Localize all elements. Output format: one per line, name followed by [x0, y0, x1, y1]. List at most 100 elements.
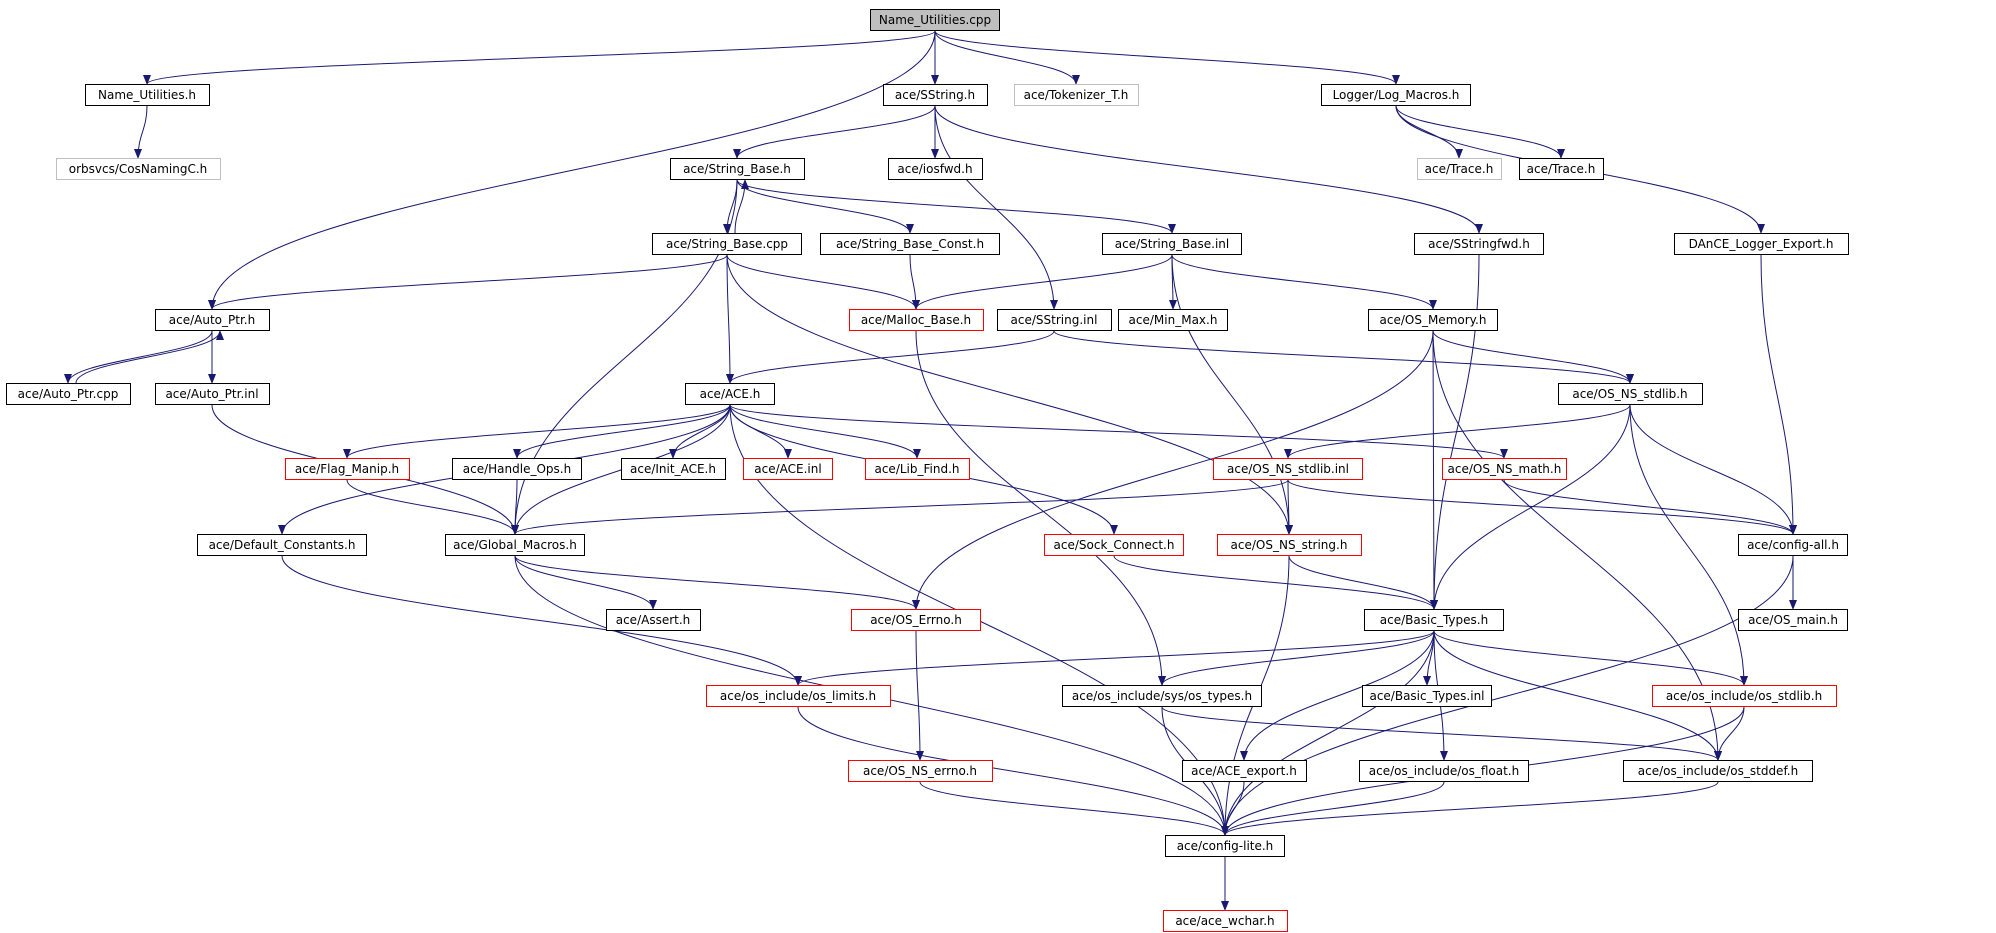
node-ace-export-h[interactable]: ace/ACE_export.h — [1181, 760, 1307, 782]
edge-os-ns-stdlib-inl-to-config-all-h — [1287, 479, 1797, 535]
edge-os-stddef-h-to-config-lite-h — [1221, 781, 1719, 836]
edge-os-ns-stdlib-h-to-os-ns-stdlib-inl — [1284, 404, 1631, 459]
edge-auto-ptr-h-to-auto-ptr-cpp — [64, 330, 213, 384]
edge-name-utilities-cpp-to-log-macros-h — [934, 30, 1400, 85]
edge-sstring-inl-to-os-ns-stdlib-h — [1053, 330, 1634, 384]
edge-ace-h-to-flag-manip-h — [343, 404, 731, 459]
node-os-ns-errno-h[interactable]: ace/OS_NS_errno.h — [847, 760, 993, 782]
edge-ace-h-to-os-ns-math-h — [729, 404, 1508, 459]
node-trace-h[interactable]: ace/Trace.h — [1518, 158, 1604, 180]
node-os-memory-h[interactable]: ace/OS_Memory.h — [1368, 309, 1498, 331]
node-sstring-h[interactable]: ace/SString.h — [882, 84, 988, 106]
edge-name-utilities-cpp-to-name-utilities-h — [143, 30, 936, 85]
node-flag-manip-h[interactable]: ace/Flag_Manip.h — [284, 458, 410, 480]
edge-string-base-const-h-to-malloc-base-h — [909, 254, 920, 310]
node-auto-ptr-h[interactable]: ace/Auto_Ptr.h — [154, 309, 270, 331]
node-string-base-inl[interactable]: ace/String_Base.inl — [1102, 233, 1242, 255]
node-global-macros-h[interactable]: ace/Global_Macros.h — [445, 534, 585, 556]
node-auto-ptr-inl[interactable]: ace/Auto_Ptr.inl — [154, 383, 270, 405]
edge-os-limits-h-to-config-lite-h — [797, 706, 1229, 836]
edge-basic-types-h-to-os-types-h — [1158, 630, 1435, 686]
edge-basic-types-h-to-os-stddef-h — [1433, 630, 1722, 761]
node-os-ns-string-h[interactable]: ace/OS_NS_string.h — [1216, 534, 1362, 556]
node-malloc-base-h[interactable]: ace/Malloc_Base.h — [848, 309, 984, 331]
edge-os-float-h-to-config-lite-h — [1221, 781, 1445, 836]
edge-os-ns-stdlib-h-to-config-all-h — [1629, 404, 1797, 535]
node-log-macros-h[interactable]: Logger/Log_Macros.h — [1321, 84, 1471, 106]
node-ace-inl[interactable]: ace/ACE.inl — [743, 458, 833, 480]
edge-default-constants-h-to-os-limits-h — [281, 555, 802, 686]
node-sock-connect-h[interactable]: ace/Sock_Connect.h — [1044, 534, 1184, 556]
node-os-ns-math-h[interactable]: ace/OS_NS_math.h — [1441, 458, 1567, 480]
node-config-lite-h[interactable]: ace/config-lite.h — [1165, 835, 1285, 857]
node-trace-h-gray[interactable]: ace/Trace.h — [1416, 158, 1502, 180]
edge-string-base-h-to-string-base-inl — [736, 179, 1176, 234]
node-tokenizer-t-h[interactable]: ace/Tokenizer_T.h — [1013, 84, 1139, 106]
node-config-all-h[interactable]: ace/config-all.h — [1738, 534, 1848, 556]
edge-ace-h-to-lib-find-h — [729, 404, 921, 459]
node-basic-types-h[interactable]: ace/Basic_Types.h — [1364, 609, 1504, 631]
node-os-ns-stdlib-inl[interactable]: ace/OS_NS_stdlib.inl — [1213, 458, 1363, 480]
edge-sstring-inl-to-ace-h — [726, 330, 1055, 384]
node-os-types-h[interactable]: ace/os_include/sys/os_types.h — [1062, 685, 1262, 707]
edge-string-base-inl-to-os-memory-h — [1171, 254, 1437, 310]
edge-os-ns-errno-h-to-config-lite-h — [919, 781, 1229, 836]
edge-flag-manip-h-to-global-macros-h — [346, 479, 519, 535]
node-default-constants-h[interactable]: ace/Default_Constants.h — [197, 534, 367, 556]
edge-malloc-base-h-to-os-types-h — [915, 330, 1166, 686]
node-ace-h[interactable]: ace/ACE.h — [685, 383, 775, 405]
edge-basic-types-h-to-config-lite-h — [1221, 630, 1435, 836]
edge-os-ns-stdlib-inl-to-os-ns-string-h — [1284, 479, 1293, 535]
edge-os-ns-stdlib-h-to-basic-types-h — [1430, 404, 1631, 610]
node-auto-ptr-cpp[interactable]: ace/Auto_Ptr.cpp — [5, 383, 131, 405]
edge-os-ns-stdlib-inl-to-global-macros-h — [511, 479, 1289, 535]
node-cosnamingc-h[interactable]: orbsvcs/CosNamingC.h — [55, 158, 221, 180]
edge-name-utilities-h-to-cosnamingc-h — [134, 105, 148, 159]
edge-os-types-h-to-os-stddef-h — [1161, 706, 1722, 761]
edge-string-base-cpp-to-malloc-base-h — [726, 254, 920, 310]
node-name-utilities-h[interactable]: Name_Utilities.h — [84, 84, 210, 106]
node-sstring-inl[interactable]: ace/SString.inl — [996, 309, 1112, 331]
node-string-base-cpp[interactable]: ace/String_Base.cpp — [652, 233, 802, 255]
node-os-errno-h[interactable]: ace/OS_Errno.h — [851, 609, 981, 631]
node-os-stddef-h[interactable]: ace/os_include/os_stddef.h — [1623, 760, 1813, 782]
node-dance-logger-export-h[interactable]: DAnCE_Logger_Export.h — [1673, 233, 1849, 255]
node-min-max-h[interactable]: ace/Min_Max.h — [1118, 309, 1228, 331]
edge-string-base-inl-to-os-ns-string-h — [1171, 254, 1293, 535]
edge-auto-ptr-cpp-to-auto-ptr-h — [75, 330, 224, 384]
edge-sock-connect-h-to-basic-types-h — [1113, 555, 1438, 610]
edge-os-errno-h-to-os-ns-errno-h — [915, 630, 924, 761]
node-os-ns-stdlib-h[interactable]: ace/OS_NS_stdlib.h — [1557, 383, 1703, 405]
edge-os-ns-math-h-to-config-all-h — [1503, 479, 1797, 535]
edge-name-utilities-cpp-to-tokenizer-t-h — [934, 30, 1080, 85]
edge-basic-types-h-to-os-limits-h — [794, 630, 1435, 686]
node-sstringfwd-h[interactable]: ace/SStringfwd.h — [1414, 233, 1544, 255]
edge-string-base-inl-to-malloc-base-h — [912, 254, 1173, 310]
edge-global-macros-h-to-assert-h — [514, 555, 657, 610]
edge-string-base-cpp-to-os-ns-string-h — [726, 254, 1293, 535]
node-basic-types-inl[interactable]: ace/Basic_Types.inl — [1362, 685, 1492, 707]
node-assert-h[interactable]: ace/Assert.h — [605, 609, 701, 631]
edge-os-memory-h-to-basic-types-h — [1429, 330, 1438, 610]
edge-basic-types-h-to-ace-export-h — [1240, 630, 1435, 761]
node-string-base-h[interactable]: ace/String_Base.h — [669, 158, 805, 180]
edge-os-memory-h-to-os-ns-stdlib-h — [1432, 330, 1634, 384]
edge-os-ns-stdlib-h-to-os-stdlib-h — [1629, 404, 1748, 686]
node-lib-find-h[interactable]: ace/Lib_Find.h — [864, 458, 970, 480]
edge-sstring-h-to-sstringfwd-h — [934, 105, 1483, 234]
node-name-utilities-cpp[interactable]: Name_Utilities.cpp — [870, 9, 1000, 31]
edge-string-base-cpp-to-string-base-h — [734, 179, 749, 234]
node-os-float-h[interactable]: ace/os_include/os_float.h — [1359, 760, 1529, 782]
node-os-main-h[interactable]: ace/OS_main.h — [1738, 609, 1848, 631]
node-string-base-const-h[interactable]: ace/String_Base_Const.h — [820, 233, 1000, 255]
node-os-limits-h[interactable]: ace/os_include/os_limits.h — [705, 685, 891, 707]
node-ace-wchar-h[interactable]: ace/ace_wchar.h — [1162, 910, 1288, 932]
edge-string-base-cpp-to-auto-ptr-h — [208, 254, 728, 310]
node-iosfwd-h[interactable]: ace/iosfwd.h — [887, 158, 983, 180]
edge-string-base-h-to-string-base-const-h — [736, 179, 914, 234]
edge-log-macros-h-to-trace-h — [1395, 105, 1565, 159]
node-os-stdlib-h[interactable]: ace/os_include/os_stdlib.h — [1651, 685, 1837, 707]
node-init-ace-h[interactable]: ace/Init_ACE.h — [620, 458, 726, 480]
edge-ace-h-to-handle-ops-h — [513, 404, 731, 459]
node-handle-ops-h[interactable]: ace/Handle_Ops.h — [452, 458, 582, 480]
